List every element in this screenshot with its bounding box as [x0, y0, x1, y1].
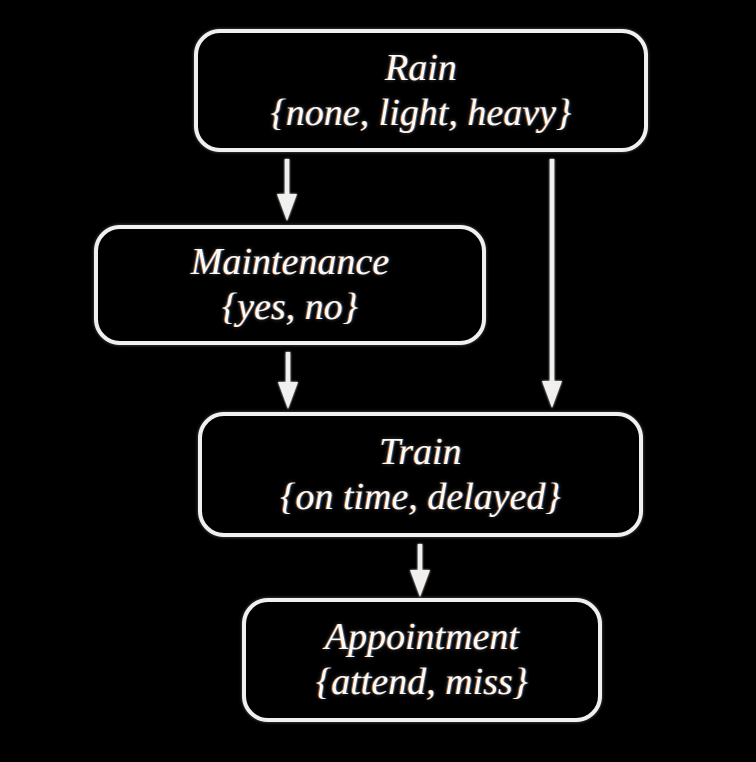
edge-train-to-appointment — [410, 544, 430, 597]
node-rain-name: Rain — [385, 46, 457, 89]
node-train-name: Train — [379, 430, 462, 473]
node-appointment-name: Appointment — [324, 616, 520, 659]
node-train[interactable]: Train {on time, delayed} — [198, 412, 643, 537]
edge-maintenance-to-train — [278, 352, 298, 409]
node-maintenance[interactable]: Maintenance {yes, no} — [94, 225, 486, 345]
node-maintenance-name: Maintenance — [190, 241, 390, 284]
edge-rain-to-maintenance — [277, 159, 297, 221]
node-appointment-states: {attend, miss} — [316, 661, 528, 703]
node-rain[interactable]: Rain {none, light, heavy} — [194, 29, 648, 152]
node-rain-states: {none, light, heavy} — [270, 91, 572, 134]
node-appointment[interactable]: Appointment {attend, miss} — [242, 598, 602, 722]
node-maintenance-states: {yes, no} — [222, 286, 358, 328]
edge-rain-to-train — [542, 159, 562, 408]
node-train-states: {on time, delayed} — [280, 475, 561, 518]
